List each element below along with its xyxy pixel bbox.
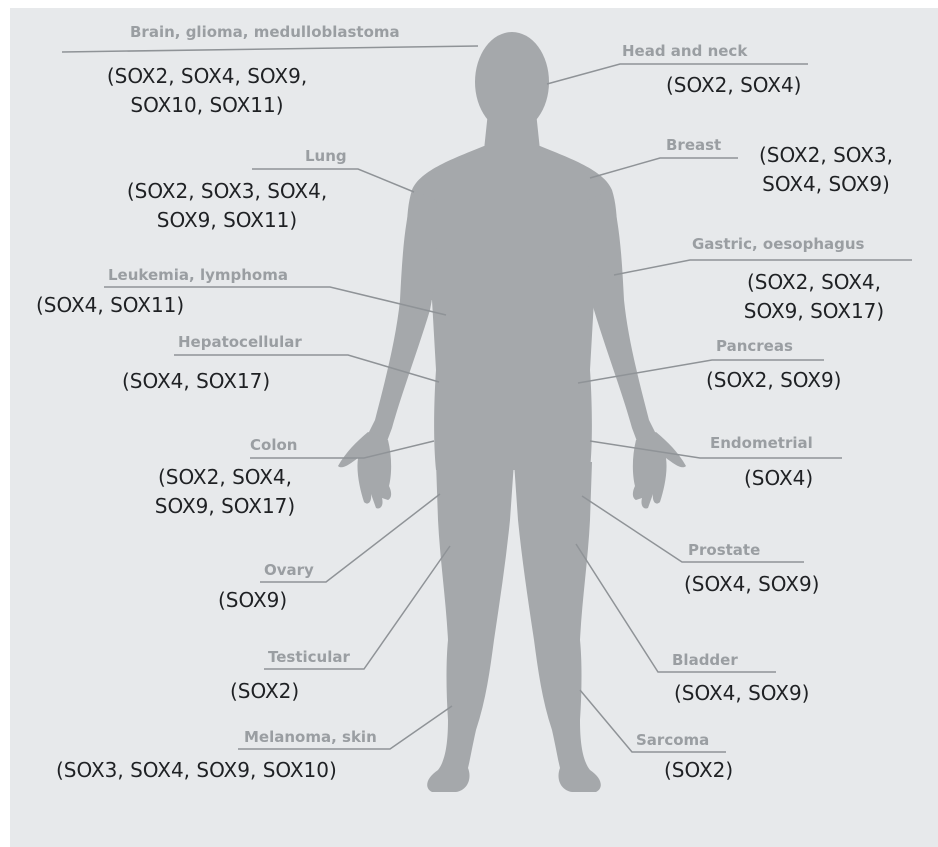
genes-lung: (SOX2, SOX3, SOX4, SOX9, SOX11): [92, 177, 362, 235]
genes-leukemia-line-1: (SOX4, SOX11): [36, 291, 184, 320]
right-hand-shape: [338, 432, 391, 509]
genes-lung-line-2: SOX9, SOX11): [92, 206, 362, 235]
neck-shape: [484, 112, 540, 150]
genes-gastric-line-2: SOX9, SOX17): [724, 297, 904, 326]
genes-gastric-line-1: (SOX2, SOX4,: [724, 268, 904, 297]
genes-breast-line-1: (SOX2, SOX3,: [740, 141, 912, 170]
genes-ovary: (SOX9): [218, 586, 287, 615]
genes-head-neck: (SOX2, SOX4): [666, 71, 802, 100]
genes-endometrial: (SOX4): [744, 464, 813, 493]
label-pancreas: Pancreas: [716, 337, 793, 355]
label-endometrial: Endometrial: [710, 434, 813, 452]
genes-testicular: (SOX2): [230, 677, 299, 706]
genes-brain: (SOX2, SOX4, SOX9, SOX10, SOX11): [62, 62, 352, 120]
label-brain: Brain, glioma, medulloblastoma: [130, 23, 400, 41]
label-ovary: Ovary: [264, 561, 314, 579]
genes-gastric: (SOX2, SOX4, SOX9, SOX17): [724, 268, 904, 326]
genes-sarcoma-line-1: (SOX2): [664, 756, 733, 785]
genes-prostate: (SOX4, SOX9): [684, 570, 820, 599]
label-head-neck: Head and neck: [622, 42, 747, 60]
genes-leukemia: (SOX4, SOX11): [36, 291, 184, 320]
human-body-silhouette-icon: [338, 32, 686, 792]
genes-head-neck-line-1: (SOX2, SOX4): [666, 71, 802, 100]
genes-bladder: (SOX4, SOX9): [674, 679, 810, 708]
label-testicular: Testicular: [268, 648, 350, 666]
left-leg-shape: [514, 462, 601, 792]
genes-prostate-line-1: (SOX4, SOX9): [684, 570, 820, 599]
genes-sarcoma: (SOX2): [664, 756, 733, 785]
label-lung: Lung: [305, 147, 347, 165]
leader-breast: [590, 158, 738, 178]
genes-breast-line-2: SOX4, SOX9): [740, 170, 912, 199]
genes-hepatocellular-line-1: (SOX4, SOX17): [122, 367, 270, 396]
right-arm-shape: [366, 190, 437, 444]
genes-melanoma-line-1: (SOX3, SOX4, SOX9, SOX10): [56, 756, 337, 785]
genes-pancreas: (SOX2, SOX9): [706, 366, 842, 395]
genes-breast: (SOX2, SOX3, SOX4, SOX9): [740, 141, 912, 199]
label-gastric: Gastric, oesophagus: [692, 235, 864, 253]
label-leukemia: Leukemia, lymphoma: [108, 266, 288, 284]
genes-brain-line-1: (SOX2, SOX4, SOX9,: [62, 62, 352, 91]
torso-shape: [407, 146, 617, 470]
genes-colon-line-2: SOX9, SOX17): [130, 492, 320, 521]
label-hepatocellular: Hepatocellular: [178, 333, 302, 351]
label-bladder: Bladder: [672, 651, 738, 669]
genes-colon-line-1: (SOX2, SOX4,: [130, 463, 320, 492]
label-prostate: Prostate: [688, 541, 760, 559]
genes-bladder-line-1: (SOX4, SOX9): [674, 679, 810, 708]
label-sarcoma: Sarcoma: [636, 731, 709, 749]
genes-testicular-line-1: (SOX2): [230, 677, 299, 706]
genes-colon: (SOX2, SOX4, SOX9, SOX17): [130, 463, 320, 521]
genes-lung-line-1: (SOX2, SOX3, SOX4,: [92, 177, 362, 206]
genes-ovary-line-1: (SOX9): [218, 586, 287, 615]
leader-brain: [62, 46, 478, 52]
genes-endometrial-line-1: (SOX4): [744, 464, 813, 493]
label-breast: Breast: [666, 136, 721, 154]
genes-hepatocellular: (SOX4, SOX17): [122, 367, 270, 396]
left-hand-shape: [633, 432, 686, 509]
left-arm-shape: [587, 190, 658, 444]
genes-brain-line-2: SOX10, SOX11): [62, 91, 352, 120]
right-leg-shape: [427, 462, 514, 792]
label-melanoma: Melanoma, skin: [244, 728, 377, 746]
genes-melanoma: (SOX3, SOX4, SOX9, SOX10): [56, 756, 337, 785]
label-colon: Colon: [250, 436, 297, 454]
genes-pancreas-line-1: (SOX2, SOX9): [706, 366, 842, 395]
